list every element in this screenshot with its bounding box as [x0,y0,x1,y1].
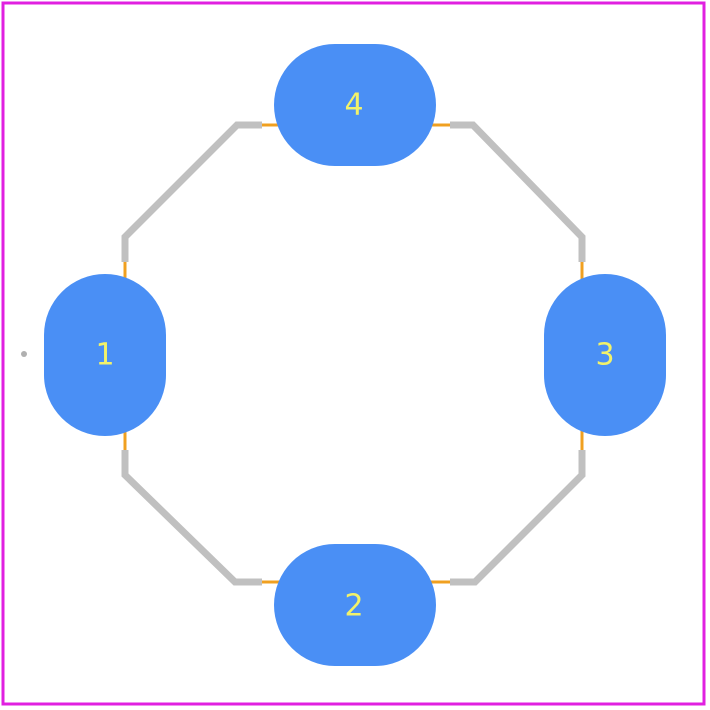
silkscreen-outline [121,121,586,586]
pads [44,44,666,666]
pad-2-label: 2 [344,589,363,624]
pad-1-label: 1 [95,338,114,373]
pad-3-label: 3 [595,338,614,373]
silk-segment-bottom-left [121,450,262,586]
silk-segment-top-right [450,121,586,262]
pad-4[interactable] [274,44,436,166]
pad-3[interactable] [544,274,666,436]
silk-segment-top-left [121,121,262,262]
pad-2[interactable] [274,544,436,666]
fab-outline [123,123,584,584]
silk-segment-bottom-right [450,450,586,586]
pad-1[interactable] [44,274,166,436]
pad-4-label: 4 [344,88,363,123]
pin1-marker [21,351,27,357]
